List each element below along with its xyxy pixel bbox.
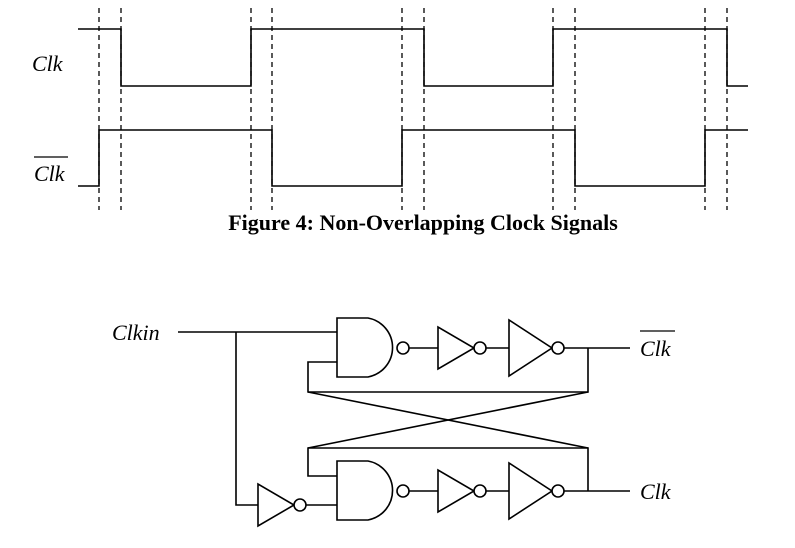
- bottom-inverter-1: [437, 468, 476, 514]
- clk-bar-output-label-group: Clk: [640, 330, 675, 361]
- input-inverter-bubble: [293, 498, 307, 512]
- clk-bar-label-group: Clk: [34, 156, 68, 186]
- timing-diagram: Clk Clk: [32, 8, 748, 210]
- bottom-inverter-2: [508, 461, 554, 521]
- bottom-nand-bubble: [396, 484, 410, 498]
- bottom-inverter-1-bubble: [473, 484, 487, 498]
- top-nand-bubble: [396, 341, 410, 355]
- bottom-nand-gate: [336, 460, 394, 521]
- top-nand-gate: [336, 317, 394, 378]
- top-inverter-1-bubble: [473, 341, 487, 355]
- top-inverter-2: [508, 318, 554, 378]
- figure-caption: Figure 4: Non-Overlapping Clock Signals: [228, 210, 618, 235]
- bottom-inverter-2-bubble: [551, 484, 565, 498]
- clk-bar-label: Clk: [34, 161, 66, 186]
- feedback-into-bottom-nand: [307, 391, 589, 477]
- top-inverter-2-bubble: [551, 341, 565, 355]
- clk-output-label: Clk: [640, 479, 672, 504]
- clk-label: Clk: [32, 51, 64, 76]
- clkin-wire-down: [235, 332, 258, 506]
- input-inverter: [257, 482, 296, 528]
- clk-bar-output-label: Clk: [640, 336, 672, 361]
- transition-markers: [98, 8, 728, 210]
- circuit-schematic: Clkin: [112, 317, 675, 528]
- clk-waveform: [78, 28, 748, 87]
- clkin-label: Clkin: [112, 320, 160, 345]
- top-inverter-1: [437, 325, 476, 371]
- clk-bar-waveform: [78, 129, 748, 187]
